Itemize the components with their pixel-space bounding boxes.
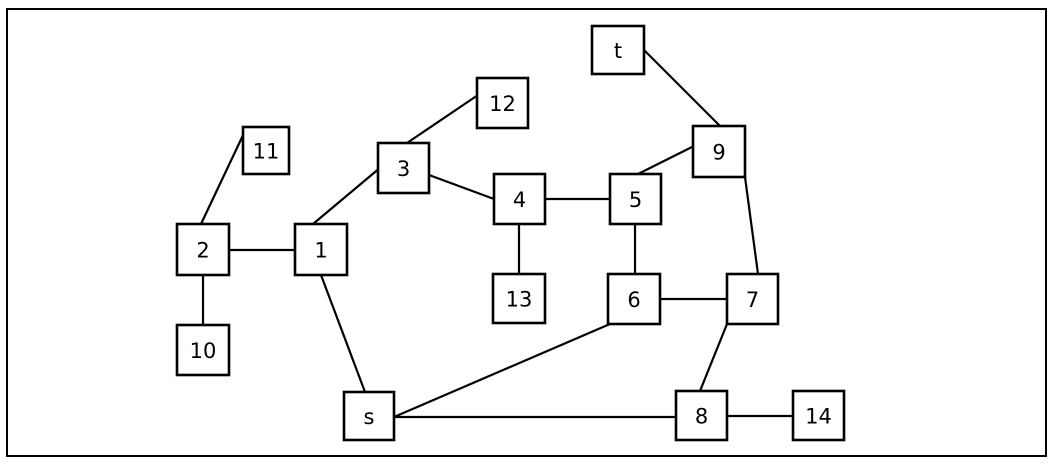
node-label-11: 11 — [253, 140, 280, 164]
node-box-11[interactable] — [241, 125, 291, 176]
node-label-14: 14 — [805, 405, 832, 429]
edge-6-s — [393, 322, 611, 419]
node-box-4[interactable] — [492, 172, 547, 226]
edge-5-9 — [637, 145, 695, 175]
node-label-3: 3 — [397, 157, 410, 181]
node-5[interactable]: 5 — [608, 172, 663, 226]
node-s[interactable]: s — [342, 390, 396, 442]
node-10[interactable]: 10 — [175, 323, 231, 377]
edge-1-s — [319, 274, 367, 393]
node-8[interactable]: 8 — [674, 389, 729, 442]
node-label-7: 7 — [746, 288, 759, 312]
node-label-5: 5 — [629, 188, 642, 212]
edge-7-9 — [743, 176, 760, 275]
edge-3-4 — [428, 173, 495, 201]
edge-7-8 — [698, 323, 729, 392]
node-14[interactable]: 14 — [791, 389, 846, 442]
node-box-s[interactable] — [342, 390, 396, 442]
node-label-s: s — [364, 405, 375, 429]
node-4[interactable]: 4 — [492, 172, 547, 226]
node-label-12: 12 — [489, 92, 516, 116]
node-7[interactable]: 7 — [725, 272, 780, 326]
node-3[interactable]: 3 — [376, 141, 431, 195]
node-label-1: 1 — [314, 239, 327, 263]
node-label-6: 6 — [627, 288, 640, 312]
node-box-14[interactable] — [791, 389, 846, 442]
node-label-10: 10 — [190, 339, 217, 363]
node-label-13: 13 — [506, 288, 533, 312]
node-t[interactable]: t — [590, 24, 646, 76]
node-box-1[interactable] — [293, 222, 349, 277]
node-box-8[interactable] — [674, 389, 729, 442]
node-box-12[interactable] — [475, 76, 530, 130]
node-label-t: t — [614, 39, 622, 63]
node-box-t[interactable] — [590, 24, 646, 76]
node-1[interactable]: 1 — [293, 222, 349, 277]
node-label-2: 2 — [196, 239, 209, 263]
node-box-5[interactable] — [608, 172, 663, 226]
node-box-7[interactable] — [725, 272, 780, 326]
edge-t-9 — [638, 44, 721, 127]
node-box-6[interactable] — [606, 272, 662, 326]
node-12[interactable]: 12 — [475, 76, 530, 130]
node-9[interactable]: 9 — [691, 124, 747, 179]
node-box-2[interactable] — [175, 222, 231, 277]
node-6[interactable]: 6 — [606, 272, 662, 326]
node-box-13[interactable] — [491, 272, 547, 325]
diagram-border-frame — [6, 8, 1047, 457]
edge-1-3 — [312, 166, 382, 225]
node-box-10[interactable] — [175, 323, 231, 377]
node-11[interactable]: 11 — [241, 125, 291, 176]
edge-2-11 — [200, 130, 246, 225]
node-box-3[interactable] — [376, 141, 431, 195]
node-label-4: 4 — [513, 188, 526, 212]
node-box-9[interactable] — [691, 124, 747, 179]
node-13[interactable]: 13 — [491, 272, 547, 325]
node-2[interactable]: 2 — [175, 222, 231, 277]
node-label-8: 8 — [695, 405, 708, 429]
edge-3-12 — [406, 94, 479, 144]
node-label-9: 9 — [712, 141, 725, 165]
edges-group — [200, 44, 793, 419]
